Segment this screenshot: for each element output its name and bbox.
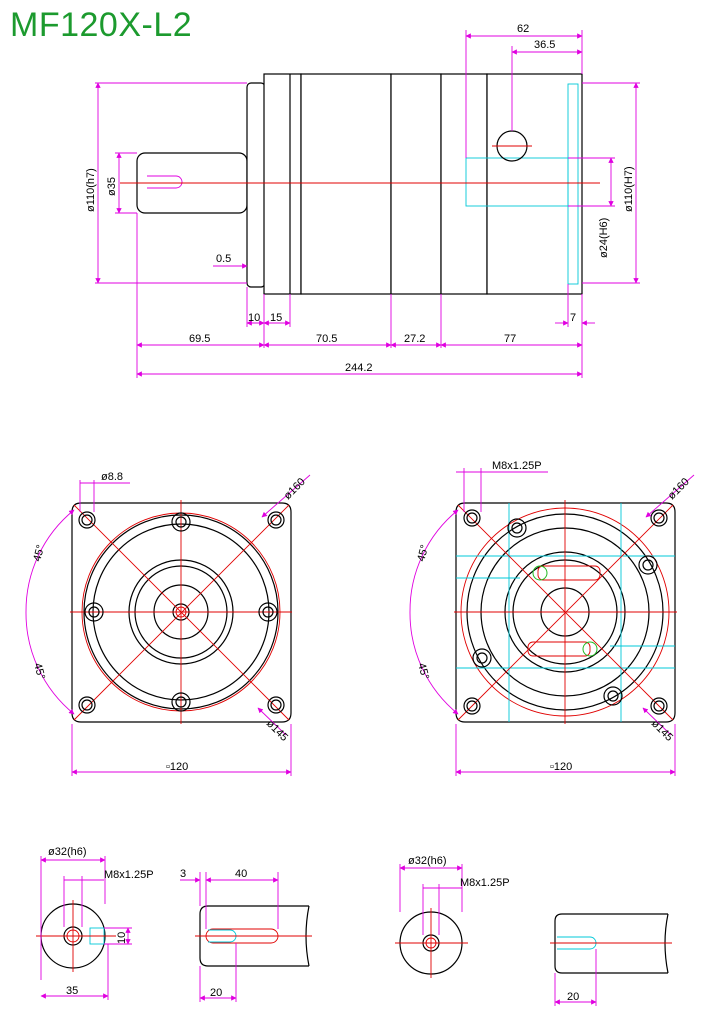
dim-thread-right: M8x1.25P — [492, 460, 542, 472]
dim-10: 10 — [248, 312, 260, 324]
input-adapter — [486, 73, 583, 295]
dim-24h6: ø24(H6) — [598, 218, 610, 258]
dim-110h7-left: ø110(h7) — [85, 168, 97, 212]
shaft-detail-b: 3 40 20 — [180, 868, 312, 1002]
dim-shaft-b-40: 40 — [235, 868, 247, 880]
gear-housing — [300, 73, 392, 295]
dim-shaft-a-thread: M8x1.25P — [104, 869, 154, 881]
angle-top-right: 45° — [415, 544, 431, 563]
mounting-holes-input — [463, 509, 668, 715]
dim-shaft-b-20: 20 — [210, 987, 222, 999]
dim-77: 77 — [504, 333, 516, 345]
front-view-input: M8x1.25P ø160 45° 45° ø145 ▫120 — [409, 460, 695, 776]
dim-square-120-left: ▫120 — [166, 761, 188, 773]
shaft-detail-c: ø32(h6) M8x1.25P — [395, 855, 510, 978]
dim-27-2: 27.2 — [404, 333, 425, 345]
input-pilot-hidden — [567, 83, 579, 285]
dim-244-2: 244.2 — [345, 362, 373, 374]
shaft-detail-d: 20 — [550, 913, 672, 1006]
dim-shaft-a-width: 35 — [66, 985, 78, 997]
dim-square-120-right: ▫120 — [550, 761, 572, 773]
dim-110h7-right: ø110(H7) — [623, 166, 635, 212]
dim-7: 7 — [570, 312, 576, 324]
dim-shaft-a-key: 10 — [116, 932, 128, 944]
input-housing — [440, 73, 488, 295]
dim-62: 62 — [517, 23, 529, 35]
output-flange — [246, 82, 266, 288]
angle-bottom-right: 45° — [415, 662, 431, 681]
shaft-keyway — [147, 175, 183, 189]
ring-housing — [390, 73, 442, 295]
dim-15: 15 — [270, 312, 282, 324]
dim-shaft-c-dia: ø32(h6) — [408, 855, 447, 867]
clamp-screws — [527, 565, 601, 657]
dim-shaft-d-20: 20 — [567, 991, 579, 1003]
dim-hole-8-8: ø8.8 — [101, 471, 123, 483]
dim-shaft-c-thread: M8x1.25P — [460, 877, 510, 889]
dim-70-5: 70.5 — [316, 333, 337, 345]
mounting-holes — [78, 511, 285, 714]
shaft-detail-a: ø32(h6) M8x1.25P 10 35 — [36, 846, 154, 1000]
angle-bottom-left: 45° — [31, 662, 47, 681]
side-view: 62 36.5 ø110(h7) ø35 0.5 10 15 7 69.5 70… — [85, 23, 640, 378]
dim-35: ø35 — [106, 177, 118, 196]
dim-0-5: 0.5 — [216, 253, 231, 265]
dim-shaft-a-dia: ø32(h6) — [48, 846, 87, 858]
flange-ring — [263, 73, 302, 295]
drawing-title: MF120X-L2 — [10, 6, 193, 44]
dim-36-5: 36.5 — [534, 39, 555, 51]
angle-top-left: 45° — [31, 544, 47, 563]
front-view-output: ø8.8 ø160 45° 45° ø145 ▫120 — [25, 471, 311, 776]
dim-shaft-b-3: 3 — [180, 868, 186, 880]
dim-69-5: 69.5 — [189, 333, 210, 345]
